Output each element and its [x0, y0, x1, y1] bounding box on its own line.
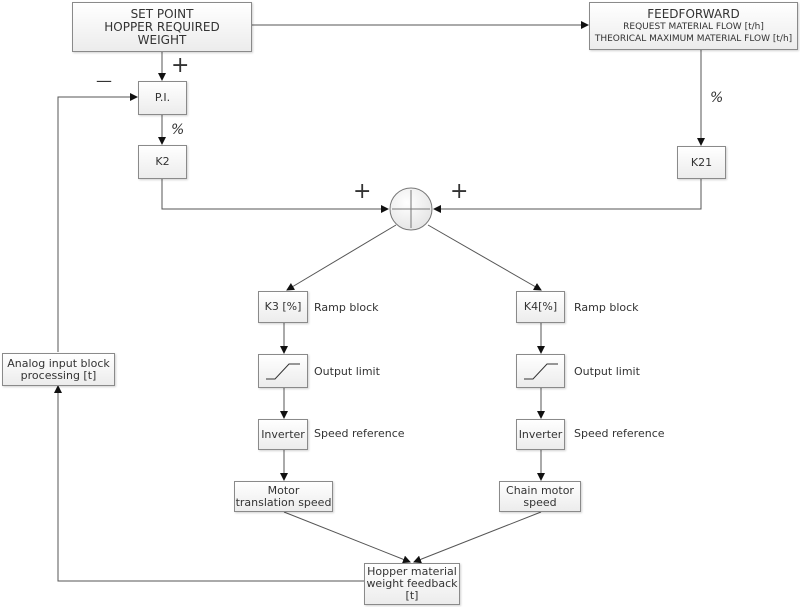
motor-translation-line-2: translation speed — [235, 495, 332, 509]
setpoint-line-3: WEIGHT — [137, 32, 187, 47]
feedforward-line-2: THEORICAL MAXIMUM MATERIAL FLOW [t/h] — [594, 33, 793, 44]
k21-label: K21 — [690, 155, 713, 169]
pi-block[interactable]: P.I. — [138, 81, 187, 115]
motor-translation-speed-block[interactable]: Motor translation speed — [234, 481, 333, 512]
k2-percent-sign: % — [171, 122, 185, 138]
inverter-label-right: Inverter — [518, 427, 563, 441]
analog-input-block[interactable]: Analog input block processing [t] — [2, 353, 115, 386]
k2-block[interactable]: K2 — [138, 145, 187, 179]
inverter-label-left: Inverter — [261, 427, 305, 441]
summing-junction — [389, 187, 433, 231]
k2-label: K2 — [155, 155, 170, 168]
feedforward-title: FEEDFORWARD — [647, 6, 740, 21]
sum-plus-left: + — [353, 179, 372, 204]
ramp-block-label-right: Ramp block — [574, 301, 639, 314]
hopper-weight-feedback-block[interactable]: Hopper material weight feedback [t] — [364, 563, 460, 605]
setpoint-block[interactable]: SET POINT HOPPER REQUIRED WEIGHT — [72, 2, 252, 52]
wire-sum-k3 — [286, 224, 397, 291]
pi-label: P.I. — [154, 91, 171, 104]
wire-chain-hopper — [413, 511, 542, 564]
wire-sum-k4 — [427, 224, 542, 291]
wire-hopper-analog — [54, 385, 364, 582]
output-limit-label-left: Output limit — [314, 365, 380, 378]
hopper-line-2: weight feedback — [366, 577, 458, 590]
saturation-icon — [523, 363, 558, 380]
k4-label: K4[%] — [523, 300, 558, 313]
feedforward-block[interactable]: FEEDFORWARD REQUEST MATERIAL FLOW [t/h] … — [589, 2, 798, 50]
output-limit-label-right: Output limit — [574, 365, 640, 378]
motor-translation-line-1: Motor — [267, 483, 300, 497]
pi-minus-sign: — — [96, 71, 112, 90]
k3-block[interactable]: K3 [%] — [258, 291, 308, 323]
chain-motor-line-1: Chain motor — [506, 483, 574, 497]
setpoint-line-2: HOPPER REQUIRED — [104, 19, 220, 34]
inverter-block-right[interactable]: Inverter — [516, 419, 565, 450]
wire-motor-hopper — [283, 511, 411, 564]
output-limit-block-left[interactable] — [258, 354, 308, 388]
feedforward-line-1: REQUEST MATERIAL FLOW [t/h] — [623, 21, 764, 32]
ramp-block-label-left: Ramp block — [314, 301, 379, 314]
k3-label: K3 [%] — [264, 300, 302, 313]
wire-analog-pi — [57, 93, 138, 352]
chain-motor-speed-block[interactable]: Chain motor speed — [499, 481, 581, 512]
hopper-line-3: [t] — [405, 589, 419, 602]
saturation-icon — [266, 363, 300, 380]
inverter-block-left[interactable]: Inverter — [258, 419, 308, 450]
k21-block[interactable]: K21 — [677, 146, 726, 179]
analog-input-line-2: processing [t] — [20, 368, 97, 382]
analog-input-line-1: Analog input block — [7, 356, 110, 370]
output-limit-block-right[interactable] — [516, 354, 565, 388]
sum-plus-right: + — [450, 179, 469, 204]
hopper-line-1: Hopper material — [367, 565, 457, 578]
speed-reference-label-left: Speed reference — [314, 427, 405, 440]
k21-percent-sign: % — [710, 90, 724, 106]
chain-motor-line-2: speed — [523, 495, 557, 509]
wire-k21-sum — [433, 179, 702, 213]
wire-k2-sum — [161, 179, 389, 213]
setpoint-line-1: SET POINT — [130, 6, 194, 21]
k4-block[interactable]: K4[%] — [516, 291, 565, 323]
pi-plus-sign: + — [171, 53, 190, 78]
speed-reference-label-right: Speed reference — [574, 427, 665, 440]
